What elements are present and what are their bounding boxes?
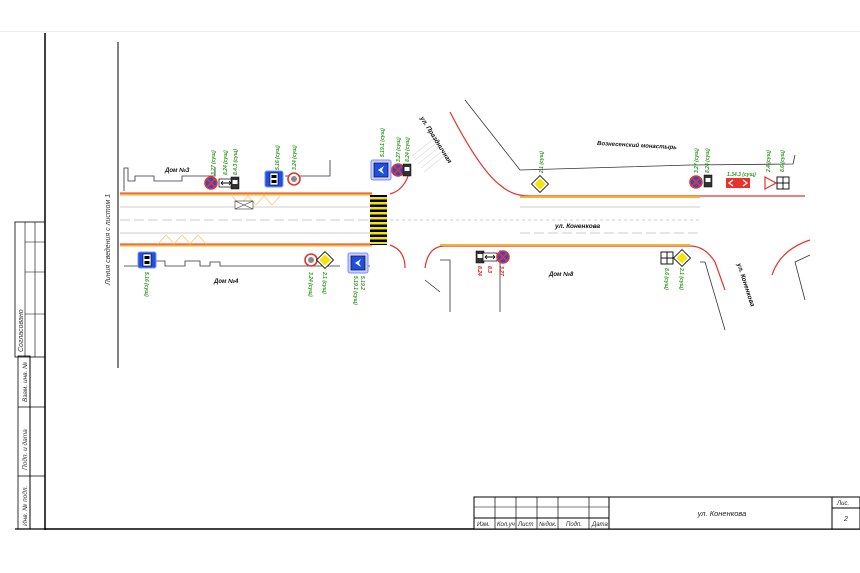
pedestrian-crossing xyxy=(370,195,387,245)
tb-title: ул. Коненкова xyxy=(697,509,747,518)
crossing-hatch-diag xyxy=(411,135,450,173)
side-stamp: Согласовано Взам. инв. № Подп. и дата Ин… xyxy=(14,221,46,530)
sign-grid-2 xyxy=(660,251,674,265)
sign-main-road-2 xyxy=(531,175,549,193)
sign-label-s19: 8.6 (сущ) xyxy=(663,268,669,290)
sign-label-s10: 5.19.1 (сущ) xyxy=(380,128,386,157)
tb-col-data: Дата xyxy=(591,522,608,528)
stamp-agreed: Согласовано xyxy=(18,309,25,352)
tb-col-koluch: Кол.уч xyxy=(497,522,515,528)
sign-label-s1: 3.27 (сущ) xyxy=(211,150,217,175)
building-label-monastery: Вознесенский монастырь xyxy=(597,140,678,151)
sign-label-s3: 8.4.3 (сущ) xyxy=(233,149,239,175)
sign-main-road-3 xyxy=(673,249,691,267)
sign-yield xyxy=(764,175,778,191)
sign-label-s8: 2.1 (сущ) xyxy=(321,271,327,294)
building-label-4: Дом №4 xyxy=(213,278,239,285)
sign-label-s12: 8.24 (сущ) xyxy=(405,137,411,162)
building-label-8: Дом №8 xyxy=(548,271,574,278)
sign-label-s14: 3.27 (сущ) xyxy=(694,148,700,173)
tb-col-podp: Подп. xyxy=(566,522,582,528)
stamp-sign-date: Подп. и дата xyxy=(21,429,29,470)
sign-label-r1: 8.24 xyxy=(476,266,482,276)
sign-label-r3: 3.27 xyxy=(498,266,504,276)
sign-label-s15: 8.24 (сущ) xyxy=(705,148,711,173)
sign-label-s4: 5.16 (сущ) xyxy=(275,145,281,170)
sign-label-s2: 8.24 (сущ) xyxy=(223,150,229,175)
sign-no-stopping-3 xyxy=(689,175,703,189)
app-top-border xyxy=(0,31,860,32)
building-label-3: Дом №3 xyxy=(164,167,190,174)
sign-label-s9b: 5.19.2 xyxy=(359,276,365,290)
sign-label-s18: 8.6 (сущ) xyxy=(780,150,786,172)
zigzag-marking-bottom xyxy=(157,234,207,245)
street-label-main: ул. Коненкова xyxy=(554,223,601,230)
tb-sheet-label: Лис. xyxy=(836,501,849,507)
street-label-diag: ул. Праздничная xyxy=(418,114,454,165)
sign-tow-3 xyxy=(703,174,713,188)
sign-no-stopping-1 xyxy=(204,176,218,190)
sign-label-r2: 8.3 xyxy=(486,266,492,273)
sign-speed-limit-1 xyxy=(287,172,301,186)
sign-label-s13: 2.1 (сущ) xyxy=(539,151,545,174)
building-outlines xyxy=(123,99,811,331)
sign-label-s20: 2.1 (сущ) xyxy=(678,267,684,290)
stamp-inv-replace: Взам. инв. № xyxy=(22,362,29,402)
curb-lines xyxy=(120,111,811,291)
sign-crossing-1 xyxy=(347,252,369,274)
sign-no-stopping-2 xyxy=(391,163,405,177)
sign-label-s9: 5.19.1 (сущ) xyxy=(352,276,358,305)
sign-grid-1 xyxy=(776,176,790,190)
title-block: Изм. Кол.уч Лист №док. Подп. Дата ул. Ко… xyxy=(473,496,860,530)
sign-tow-1 xyxy=(230,176,240,190)
sign-chevron-red xyxy=(726,178,750,188)
stamp-inv-orig: Инв. № подл. xyxy=(21,485,29,526)
sign-bus-stop-1 xyxy=(264,170,284,188)
sign-label-s7: 3.24 (сущ) xyxy=(307,272,313,297)
tb-col-list: Лист xyxy=(517,522,533,528)
tb-sheet-number: 2 xyxy=(843,516,848,523)
sign-label-s11: 3.27 (сущ) xyxy=(396,137,402,162)
sign-arrows-2 xyxy=(482,252,498,262)
sign-label-s6: 5.16 (сущ) xyxy=(143,272,149,297)
sign-tow-2 xyxy=(402,163,412,177)
road-markings xyxy=(120,206,700,234)
sign-crossing-2 xyxy=(370,159,392,181)
sign-no-stopping-4 xyxy=(496,250,510,264)
tb-col-izm: Изм. xyxy=(477,522,490,528)
match-line-label: Линия сведения с листом 1 xyxy=(104,194,112,286)
sign-label-s5: 3.24 (сущ) xyxy=(292,145,298,170)
sign-label-s16: 1.34.3 (сущ) xyxy=(727,172,756,178)
sign-label-s17: 2.4 (сущ) xyxy=(766,150,772,173)
sign-speed-limit-2 xyxy=(304,253,318,267)
street-label-right: ул. Коненкова xyxy=(735,262,756,308)
sign-bus-stop-2 xyxy=(137,251,157,269)
tb-col-ndok: №док. xyxy=(539,521,557,528)
